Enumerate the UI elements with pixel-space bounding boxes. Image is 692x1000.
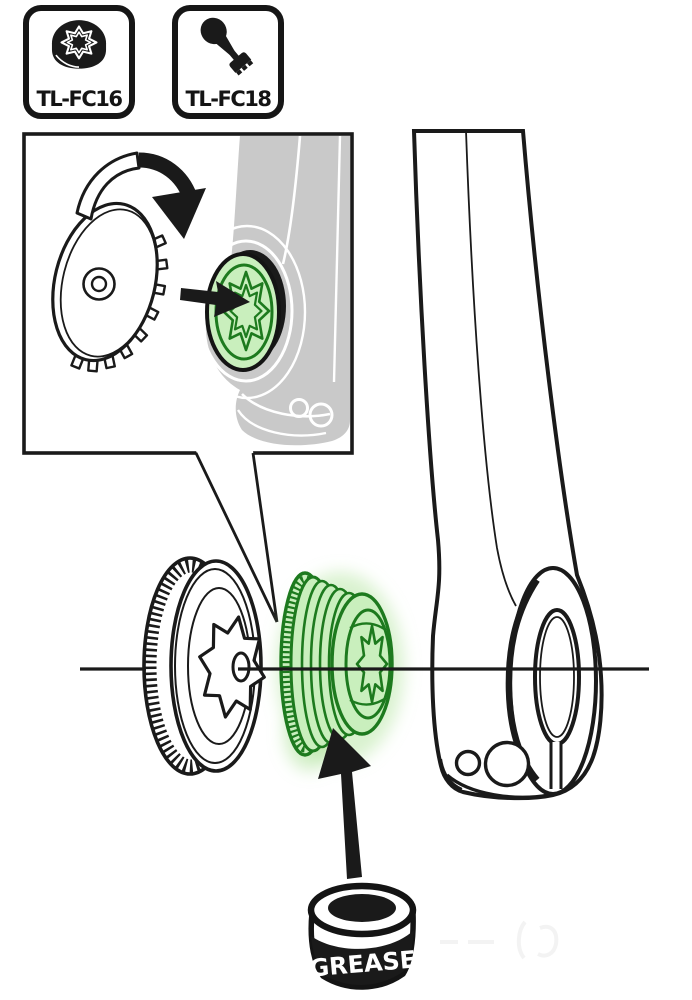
tool-badge-label: TL-FC18 (185, 87, 272, 111)
highlighted-fixing-cap (279, 571, 394, 757)
insert-direction-arrow-icon (180, 281, 250, 317)
inset-detail-box (22, 132, 354, 623)
tool-badge-tl-fc18: TL-FC18 (172, 5, 284, 119)
crank-arm (411, 129, 604, 801)
inset-callout-pointer (194, 451, 279, 623)
inset-preload-tool-disc (51, 201, 169, 373)
grease-pot-icon: GREASE (307, 882, 417, 990)
rotate-clockwise-arrow-icon (75, 151, 206, 239)
watermark (440, 920, 559, 960)
tool-badge-tl-fc16: TL-FC16 (23, 5, 135, 119)
lockring-disc-tool-icon (51, 20, 107, 69)
apply-grease-arrow-icon (318, 728, 371, 879)
tool-badge-label: TL-FC16 (36, 87, 123, 111)
preload-tool-disc (142, 556, 266, 776)
inset-highlighted-fixing-cap (205, 250, 286, 372)
crank-cap-wrench-tool-icon (200, 17, 254, 76)
